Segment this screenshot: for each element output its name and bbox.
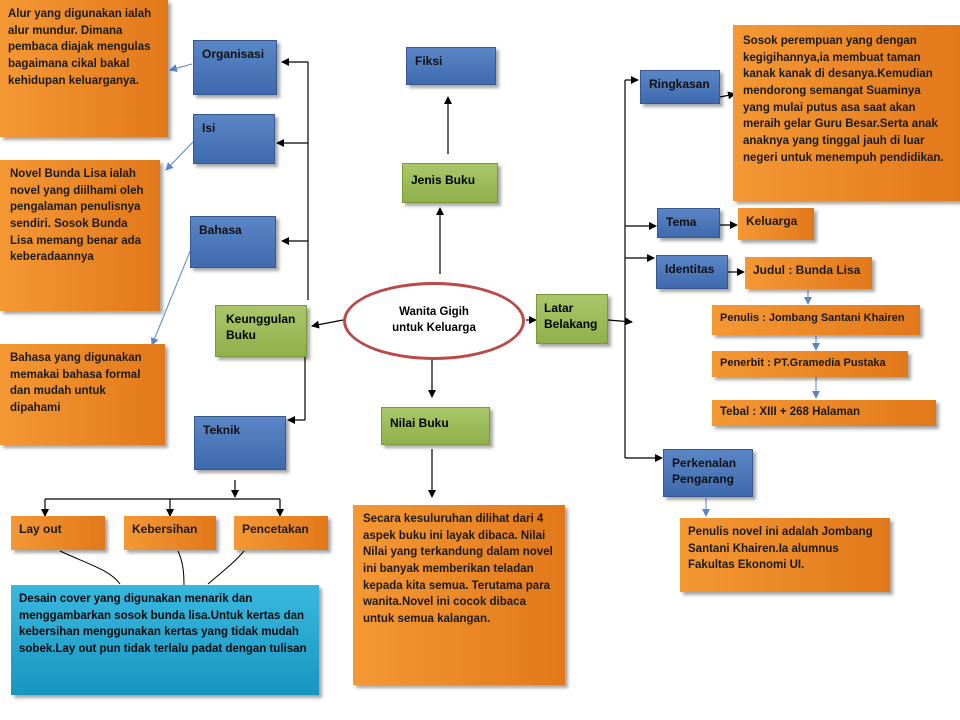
- nilai-buku-node: Nilai Buku: [381, 407, 490, 445]
- ringkasan-note-text: Sosok perempuan yang dengan kegigihannya…: [743, 35, 944, 164]
- teknik-note: Desain cover yang digunakan menarik dan …: [11, 585, 319, 695]
- penulis-node: Penulis : Jombang Santani Khairen: [712, 305, 920, 335]
- edge-ringkasan-note: [719, 91, 736, 100]
- fiksi-node: Fiksi: [406, 47, 496, 85]
- lay-out-node: Lay out: [11, 516, 105, 550]
- perkenalan-pengarang-label: Perkenalan Pengarang: [672, 456, 737, 486]
- tebal-label: Tebal : XIII + 268 Halaman: [720, 406, 861, 418]
- organisasi-note: Alur yang digunakan ialah alur mundur. D…: [0, 0, 168, 137]
- isi-note: Novel Bunda Lisa ialah novel yang diilha…: [0, 160, 160, 311]
- bahasa-label: Bahasa: [199, 223, 242, 237]
- kebersihan-node: Kebersihan: [124, 516, 216, 550]
- curve-layout-note: [59, 550, 121, 585]
- pengarang-note: Penulis novel ini adalah Jombang Santani…: [680, 518, 890, 592]
- judul-node: Judul : Bunda Lisa: [745, 257, 872, 289]
- keluarga-node: Keluarga: [738, 208, 814, 240]
- ringkasan-label: Ringkasan: [649, 77, 710, 91]
- penerbit-node: Penerbit : PT.Gramedia Pustaka: [712, 351, 908, 377]
- penerbit-label: Penerbit : PT.Gramedia Pustaka: [720, 357, 886, 369]
- curve-kebersihan-note: [177, 550, 185, 587]
- isi-label: Isi: [202, 121, 216, 135]
- tema-label: Tema: [666, 215, 697, 229]
- keluarga-label: Keluarga: [746, 214, 798, 228]
- bahasa-note: Bahasa yang digunakan memakai bahasa for…: [0, 344, 165, 445]
- kebersihan-label: Kebersihan: [132, 522, 198, 536]
- latar-belakang-node: Latar Belakang: [536, 294, 608, 344]
- fiksi-label: Fiksi: [415, 54, 443, 68]
- nilai-note: Secara kesuluruhan dilihat dari 4 aspek …: [353, 505, 565, 685]
- jenis-buku-label: Jenis Buku: [411, 173, 476, 187]
- bahasa-node: Bahasa: [190, 216, 276, 268]
- isi-node: Isi: [193, 114, 275, 164]
- center-topic-label: Wanita Gigih untuk Keluarga: [392, 306, 476, 334]
- perkenalan-pengarang-node: Perkenalan Pengarang: [663, 449, 753, 497]
- identitas-node: Identitas: [656, 255, 728, 289]
- isi-note-text: Novel Bunda Lisa ialah novel yang diilha…: [10, 168, 144, 264]
- teknik-label: Teknik: [203, 423, 241, 437]
- lay-out-label: Lay out: [19, 522, 62, 536]
- center-topic: Wanita Gigih untuk Keluarga: [343, 282, 525, 360]
- teknik-note-text: Desain cover yang digunakan menarik dan …: [19, 593, 307, 656]
- edge-center-keunggulan: [311, 319, 344, 329]
- latar-belakang-label: Latar Belakang: [544, 301, 598, 331]
- bahasa-note-text: Bahasa yang digunakan memakai bahasa for…: [10, 352, 142, 415]
- edge-latar-trunk: [607, 317, 633, 326]
- teknik-node: Teknik: [194, 416, 286, 470]
- jenis-buku-node: Jenis Buku: [402, 163, 498, 203]
- tebal-node: Tebal : XIII + 268 Halaman: [712, 400, 936, 426]
- keunggulan-buku-label: Keunggulan Buku: [226, 312, 296, 342]
- ringkasan-node: Ringkasan: [640, 70, 720, 104]
- pencetakan-node: Pencetakan: [234, 516, 328, 550]
- organisasi-note-text: Alur yang digunakan ialah alur mundur. D…: [8, 8, 152, 87]
- edge-isi-note: [165, 141, 194, 171]
- organisasi-node: Organisasi: [193, 40, 277, 95]
- nilai-note-text: Secara kesuluruhan dilihat dari 4 aspek …: [363, 513, 553, 626]
- identitas-label: Identitas: [665, 262, 715, 276]
- edge-organisasi-note: [169, 63, 193, 73]
- organisasi-label: Organisasi: [202, 47, 265, 61]
- tema-node: Tema: [657, 208, 720, 238]
- judul-label: Judul : Bunda Lisa: [753, 263, 861, 277]
- ringkasan-note: Sosok perempuan yang dengan kegigihannya…: [733, 25, 960, 201]
- pengarang-note-text: Penulis novel ini adalah Jombang Santani…: [688, 526, 873, 572]
- keunggulan-buku-node: Keunggulan Buku: [215, 305, 307, 357]
- penulis-label: Penulis : Jombang Santani Khairen: [720, 312, 905, 324]
- curve-pencetakan-note: [207, 550, 245, 585]
- nilai-buku-label: Nilai Buku: [390, 416, 449, 430]
- edge-bahasa-note: [150, 243, 194, 346]
- pencetakan-label: Pencetakan: [242, 522, 309, 536]
